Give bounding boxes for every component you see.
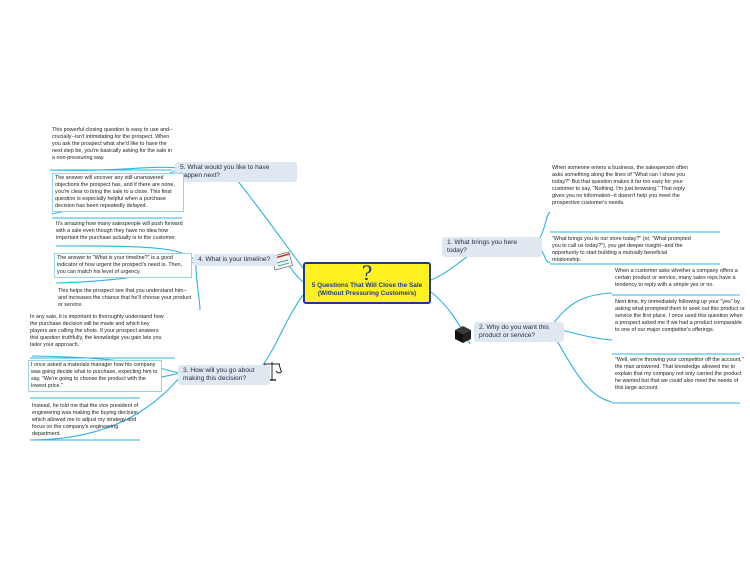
topic-2-note-2: Next time, try immediately following up … bbox=[615, 299, 745, 333]
topic-4-note-2: The answer to "What is your timeline?" i… bbox=[54, 253, 192, 278]
topic-5-note-2: The answer will uncover any still-unansw… bbox=[52, 173, 184, 212]
question-mark-icon: ? bbox=[361, 261, 373, 285]
topic-3-note-2: I once asked a materials manager how his… bbox=[28, 360, 162, 392]
topic-4-note-3: This helps the prospect see that you und… bbox=[58, 288, 192, 308]
topic-3-note-3: Instead, he told me that the vice presid… bbox=[32, 403, 140, 437]
topic-1-note-1: When someone enters a business, the sale… bbox=[552, 165, 689, 206]
topic-1-note-2: "What brings you to our store today?" (o… bbox=[552, 236, 691, 263]
topic-5-note-1: This powerful closing question is easy t… bbox=[52, 127, 173, 161]
topic-2-note-3: "Well, we're throwing your competitor of… bbox=[615, 357, 744, 391]
central-title-line2: (Without Pressuring Customers) bbox=[317, 289, 417, 297]
topic-4[interactable]: 4. What is your timeline? bbox=[193, 254, 277, 266]
topic-5[interactable]: 5. What would you like to have happen ne… bbox=[175, 162, 297, 182]
topic-4-note-1: It's amazing how many salespeople will p… bbox=[56, 221, 183, 241]
topic-2-note-1: When a customer asks whether a company o… bbox=[615, 268, 738, 288]
central-topic[interactable]: ? 5 Questions That Will Close the Sale (… bbox=[303, 262, 431, 304]
central-title-line1: 5 Questions That Will Close the Sale bbox=[311, 282, 423, 289]
topic-2[interactable]: 2. Why do you want this product or servi… bbox=[474, 322, 564, 342]
topic-1[interactable]: 1. What brings you here today? bbox=[442, 237, 542, 257]
topic-3-note-1: In any sale, it is important to thorough… bbox=[30, 314, 164, 348]
topic-3[interactable]: 3. How will you go about making this dec… bbox=[178, 365, 270, 385]
cube-icon bbox=[455, 326, 471, 343]
